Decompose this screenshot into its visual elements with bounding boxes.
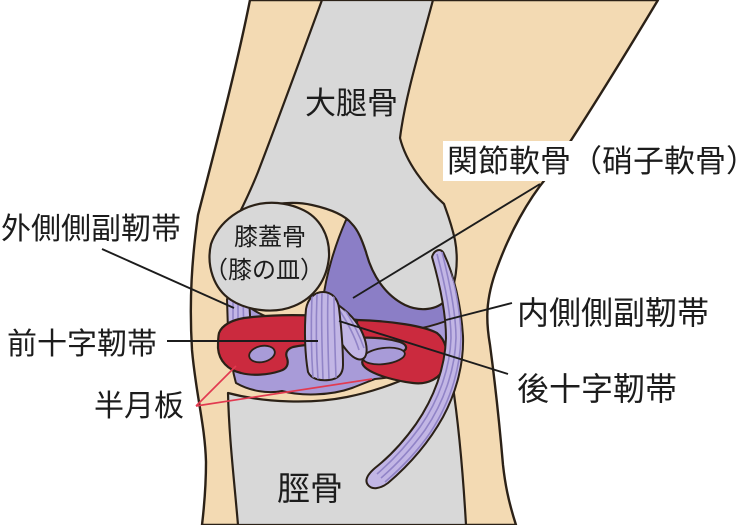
- meniscus-leader-line-right: [195, 378, 373, 407]
- cartilage-label-background: [443, 141, 750, 181]
- mcl-leader-line: [445, 302, 513, 321]
- anterior-cruciate-ligament-label: 前十字靭帯: [7, 328, 157, 361]
- meniscus-left-notch: [248, 344, 276, 364]
- patella-label-line2: （膝の皿）: [204, 257, 324, 284]
- lateral-collateral-ligament-label: 外側側副靭帯: [1, 213, 181, 246]
- meniscus-leader-line-left: [195, 365, 237, 407]
- lcl-leader-line: [101, 248, 235, 309]
- patella-label-line1: 膝蓋骨: [234, 224, 306, 251]
- meniscus-right-shape: [355, 318, 448, 385]
- posterior-cruciate-ligament-label: 後十字靭帯: [517, 371, 677, 407]
- femur-bone-shape: [236, 0, 458, 311]
- medial-collateral-ligament-label: 内側側副靭帯: [517, 295, 709, 331]
- patella-bone-shape: [208, 201, 331, 312]
- acl-striations: [310, 292, 337, 380]
- tibia-label: 脛骨: [277, 470, 343, 507]
- articular-cartilage-label: 関節軟骨（硝子軟骨）: [447, 144, 750, 179]
- anterior-cruciate-ligament-shape: [303, 291, 344, 382]
- meniscus-label: 半月板: [94, 390, 184, 423]
- femur-label: 大腿骨: [305, 86, 398, 121]
- pcl-leader-line: [338, 320, 509, 375]
- cartilage-leader-line: [352, 183, 541, 299]
